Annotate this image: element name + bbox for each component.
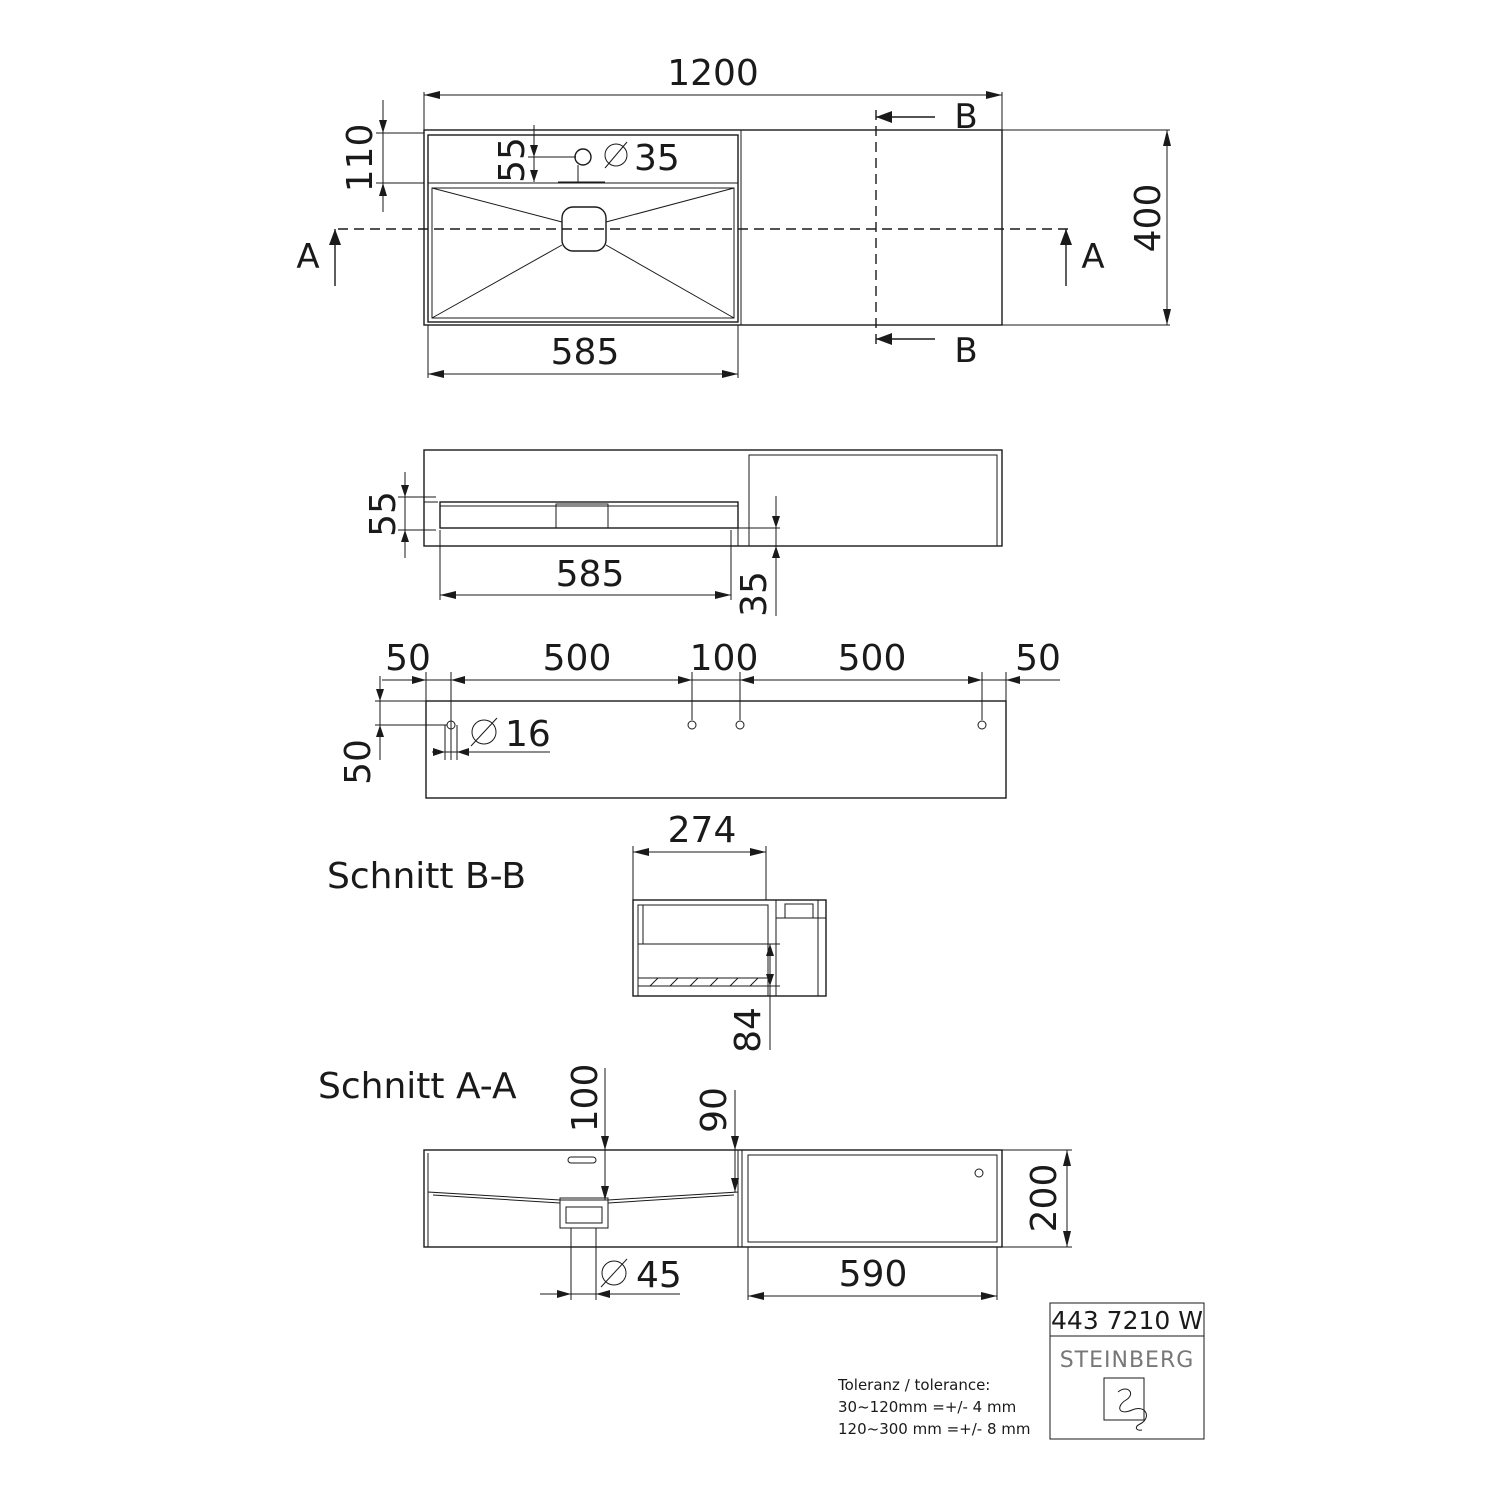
section-a-right-label: A: [1081, 237, 1104, 277]
diameter-symbol: [471, 719, 497, 745]
section-aa-title: Schnitt A-A: [318, 1066, 517, 1107]
article-number: 443 7210 W: [1051, 1306, 1203, 1335]
mount-hole-4: [977, 720, 987, 730]
dim-hole-offset: 55: [492, 137, 533, 183]
dim-inner-depth: 90: [694, 1087, 735, 1133]
section-aa: Schnitt A-A 100 90 200: [318, 1064, 1072, 1300]
section-b-bottom-label: B: [954, 331, 977, 371]
overflow-hole: [974, 1168, 984, 1178]
section-bb-title: Schnitt B-B: [327, 856, 526, 897]
title-block: 443 7210 W STEINBERG: [1049, 1302, 1205, 1440]
tolerance-line-1: 30~120mm =+/- 4 mm: [838, 1398, 1016, 1416]
mount-hole-3: [735, 720, 745, 730]
dim-tap-hole: 35: [634, 138, 680, 179]
dim-drain-diameter: 45: [636, 1255, 682, 1296]
dim-span-mid: 100: [690, 638, 759, 679]
dim-basin-width: 585: [551, 332, 620, 373]
dim-side-basin-width: 585: [556, 554, 625, 595]
dim-overall-width: 1200: [667, 53, 759, 94]
tap-hole: [574, 148, 592, 166]
section-bb: Schnitt B-B 274 84: [327, 810, 827, 1053]
drain: [559, 1197, 609, 1229]
diameter-symbol: [604, 143, 628, 167]
dim-tap-offset: 110: [340, 124, 381, 193]
brand-name: STEINBERG: [1060, 1348, 1195, 1373]
dim-basin-depth: 100: [565, 1064, 606, 1133]
overflow-slot: [567, 1156, 597, 1164]
section-b-top-label: B: [954, 97, 977, 137]
tolerance-note: Toleranz / tolerance: 30~120mm =+/- 4 mm…: [837, 1376, 1031, 1438]
tolerance-heading: Toleranz / tolerance:: [837, 1376, 990, 1394]
brand-logo-icon: [1103, 1377, 1147, 1431]
tolerance-line-2: 120~300 mm =+/- 8 mm: [838, 1420, 1031, 1438]
dim-overall-height: 200: [1024, 1164, 1065, 1233]
dim-depth: 400: [1128, 184, 1169, 253]
dim-bb-width: 274: [668, 810, 737, 851]
dim-span-left: 500: [543, 638, 612, 679]
dim-shelf-width: 590: [839, 1254, 908, 1295]
mount-hole-2: [687, 720, 697, 730]
diameter-symbol: [601, 1260, 627, 1286]
dim-bb-height: 84: [728, 1007, 769, 1053]
top-view: 1200 110 55 35: [296, 53, 1171, 378]
dim-span-right: 500: [838, 638, 907, 679]
dim-edge-right: 50: [1015, 638, 1061, 679]
mount-view: 50 500 100 500 50 50 16: [338, 638, 1061, 799]
dim-vertical-offset: 50: [338, 739, 379, 785]
side-view: 55 585 35: [363, 449, 1003, 617]
dim-edge-left: 50: [385, 638, 431, 679]
dim-side-depth: 35: [734, 571, 775, 617]
section-a-left-label: A: [296, 237, 319, 277]
dim-hole-diameter: 16: [505, 714, 551, 755]
dim-side-height: 55: [363, 491, 404, 537]
